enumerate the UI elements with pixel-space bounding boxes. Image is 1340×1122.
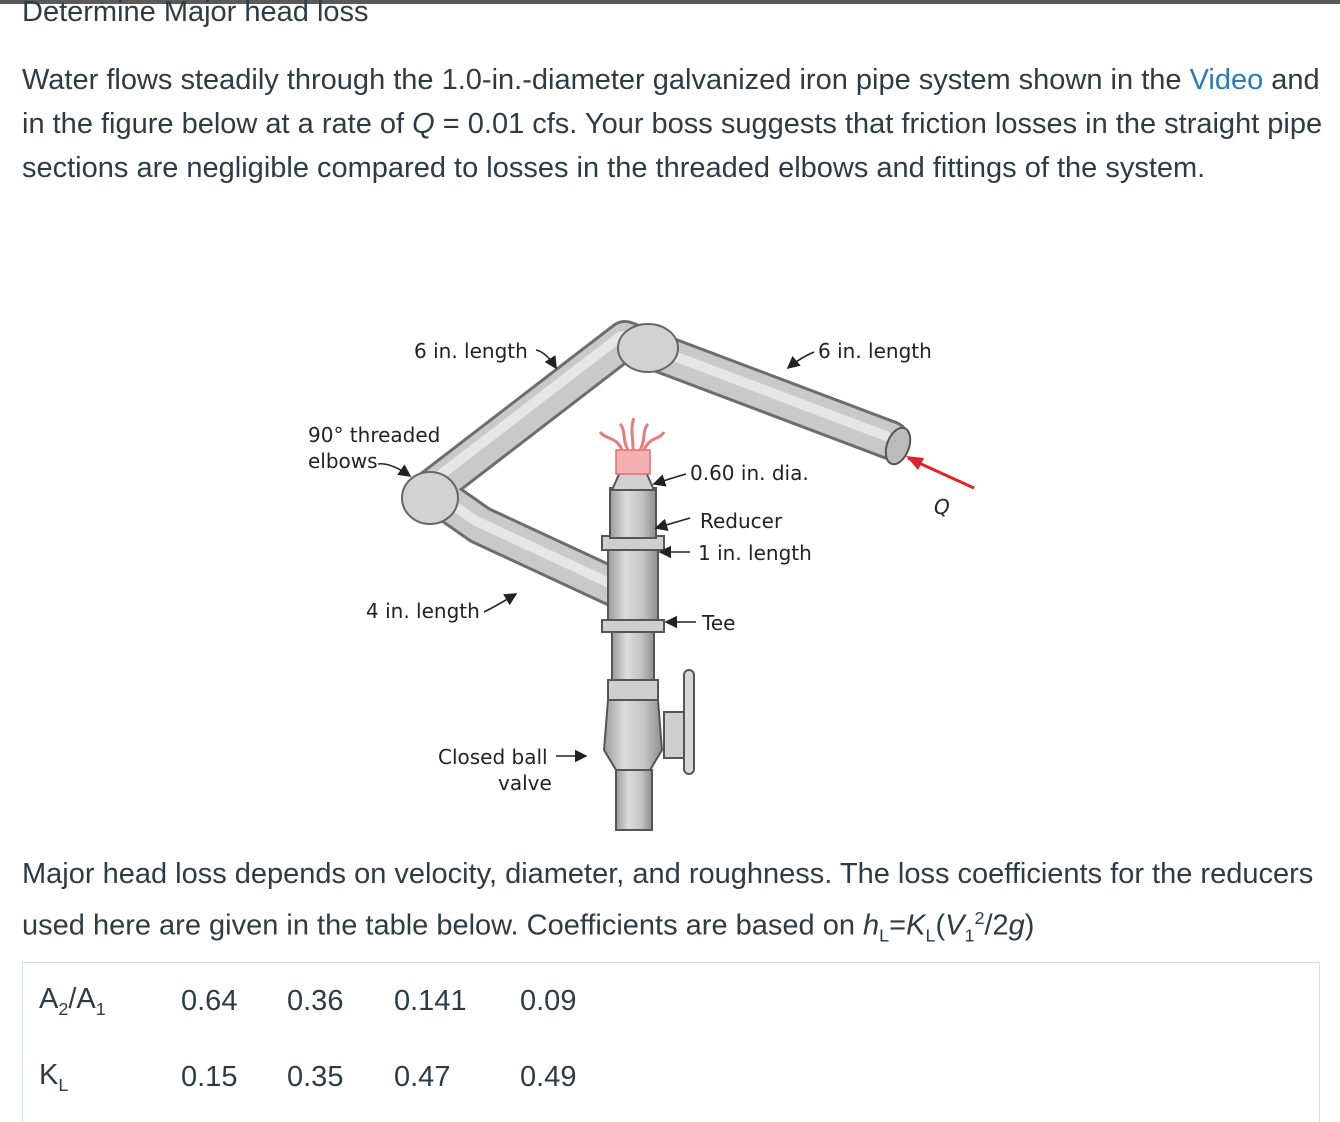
table-cell: 0.15 — [181, 1060, 238, 1093]
pipe-end — [884, 426, 912, 466]
leader-6in-left — [535, 349, 557, 370]
flow-arrow-head — [906, 456, 924, 470]
v-subscript: 1 — [964, 925, 975, 946]
table-cell: 0.47 — [394, 1060, 451, 1093]
page-title: Determine Major head loss — [22, 0, 369, 28]
equals-sign: = — [889, 909, 907, 942]
label-tee: Tee — [701, 611, 735, 635]
label-q: Q — [934, 495, 950, 519]
intro-text-3: = 0.01 cfs. Your boss suggests that fric… — [22, 108, 1323, 184]
leader-4in — [483, 593, 518, 613]
intro-text-1: Water flows steadily through the 1.0-in.… — [22, 64, 1190, 96]
label-6in-left: 6 in. length — [414, 339, 528, 363]
label-dia: 0.60 in. dia. — [690, 461, 809, 485]
label-valve-2: valve — [498, 771, 552, 795]
label-1in: 1 in. length — [698, 541, 812, 565]
leader-dia — [652, 473, 687, 487]
label-reducer: Reducer — [700, 509, 783, 533]
table-cell: 0.35 — [287, 1060, 344, 1093]
open-paren: ( — [935, 909, 946, 942]
coefficient-table: A2/A1 0.64 0.36 0.141 0.09 KL 0.15 0.35 … — [23, 963, 620, 1115]
intro-text-2: and in the figure below at a rate of — [22, 64, 1320, 140]
table-cell: 0.141 — [394, 984, 467, 1017]
label-elbows-2: elbows — [308, 449, 378, 473]
v-superscript: 2 — [974, 908, 985, 928]
label-elbows-1: 90° threaded — [308, 423, 440, 447]
close-paren: ) — [1024, 909, 1035, 942]
table-cell: 0.09 — [520, 984, 577, 1017]
leader-reducer — [654, 517, 691, 531]
h-subscript: L — [879, 925, 890, 946]
coefficient-paragraph: Major head loss depends on velocity, dia… — [22, 852, 1332, 957]
kl-header: KL — [39, 1058, 69, 1095]
elbow-top — [617, 323, 679, 373]
leader-6in-right — [786, 351, 815, 370]
q-symbol: Q — [412, 108, 435, 140]
table-cell: 0.36 — [287, 984, 344, 1017]
k-symbol: K — [906, 909, 926, 942]
tee-assembly — [601, 471, 695, 831]
label-valve-1: Closed ball — [438, 745, 548, 769]
label-6in-right: 6 in. length — [818, 339, 932, 363]
g-symbol: g — [1008, 909, 1025, 942]
elbow-left — [401, 471, 459, 525]
coefficient-table-container: A2/A1 0.64 0.36 0.141 0.09 KL 0.15 0.35 … — [22, 962, 1320, 1122]
table-cell: 0.49 — [520, 1060, 577, 1093]
intro-paragraph: Water flows steadily through the 1.0-in.… — [22, 58, 1332, 190]
table-cell: 0.64 — [181, 984, 238, 1017]
v-symbol: V — [945, 909, 965, 942]
water-spout-icon — [598, 417, 666, 475]
video-link[interactable]: Video — [1189, 64, 1264, 96]
slash-two: /2 — [984, 909, 1009, 942]
pipe-system-figure: 6 in. length 6 in. length 90° threaded e… — [308, 320, 975, 831]
label-4in: 4 in. length — [366, 599, 480, 623]
table-row-kl: KL 0.15 0.35 0.47 0.49 — [23, 1039, 620, 1115]
coefficient-text: Major head loss depends on velocity, dia… — [22, 858, 1314, 942]
table-row-area-ratio: A2/A1 0.64 0.36 0.141 0.09 — [23, 963, 620, 1039]
h-symbol: h — [863, 909, 880, 942]
k-subscript: L — [925, 925, 936, 946]
leader-elbows — [377, 462, 412, 477]
area-ratio-header: A2/A1 — [39, 982, 106, 1019]
top-divider — [0, 0, 1340, 4]
